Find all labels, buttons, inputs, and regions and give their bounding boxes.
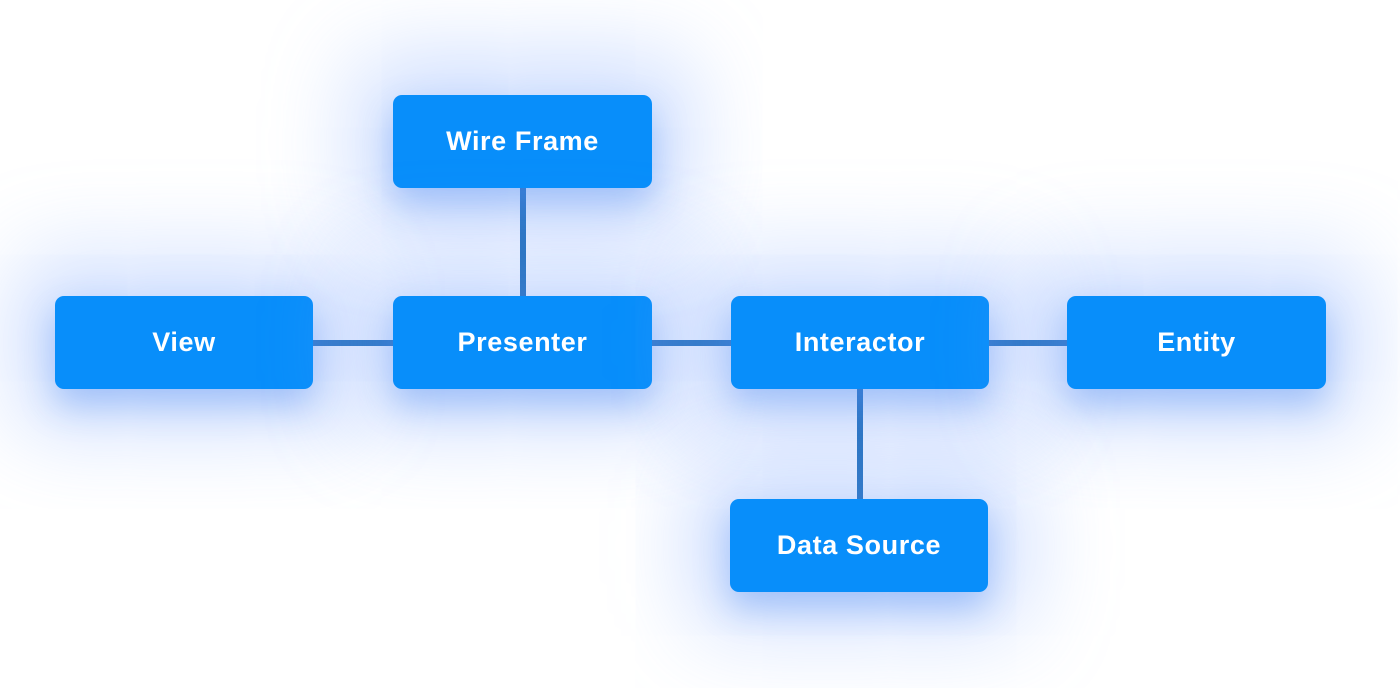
connector-presenter-interactor xyxy=(650,340,733,346)
connector-wireframe-presenter xyxy=(520,186,526,298)
node-entity: Entity xyxy=(1067,296,1326,389)
node-interactor-label: Interactor xyxy=(794,327,926,357)
node-view-label: View xyxy=(152,327,216,357)
node-presenter: Presenter xyxy=(393,296,652,389)
node-data-source-label: Data Source xyxy=(776,530,942,560)
node-interactor: Interactor xyxy=(731,296,989,389)
node-view: View xyxy=(55,296,313,389)
node-presenter-label: Presenter xyxy=(457,327,588,357)
node-data-source: Data Source xyxy=(730,499,988,592)
node-wire-frame: Wire Frame xyxy=(393,95,652,188)
node-wire-frame-label: Wire Frame xyxy=(446,126,599,156)
connector-interactor-entity xyxy=(987,340,1069,346)
connector-view-presenter xyxy=(311,340,395,346)
node-entity-label: Entity xyxy=(1157,327,1236,357)
connector-interactor-datasource xyxy=(857,387,863,501)
